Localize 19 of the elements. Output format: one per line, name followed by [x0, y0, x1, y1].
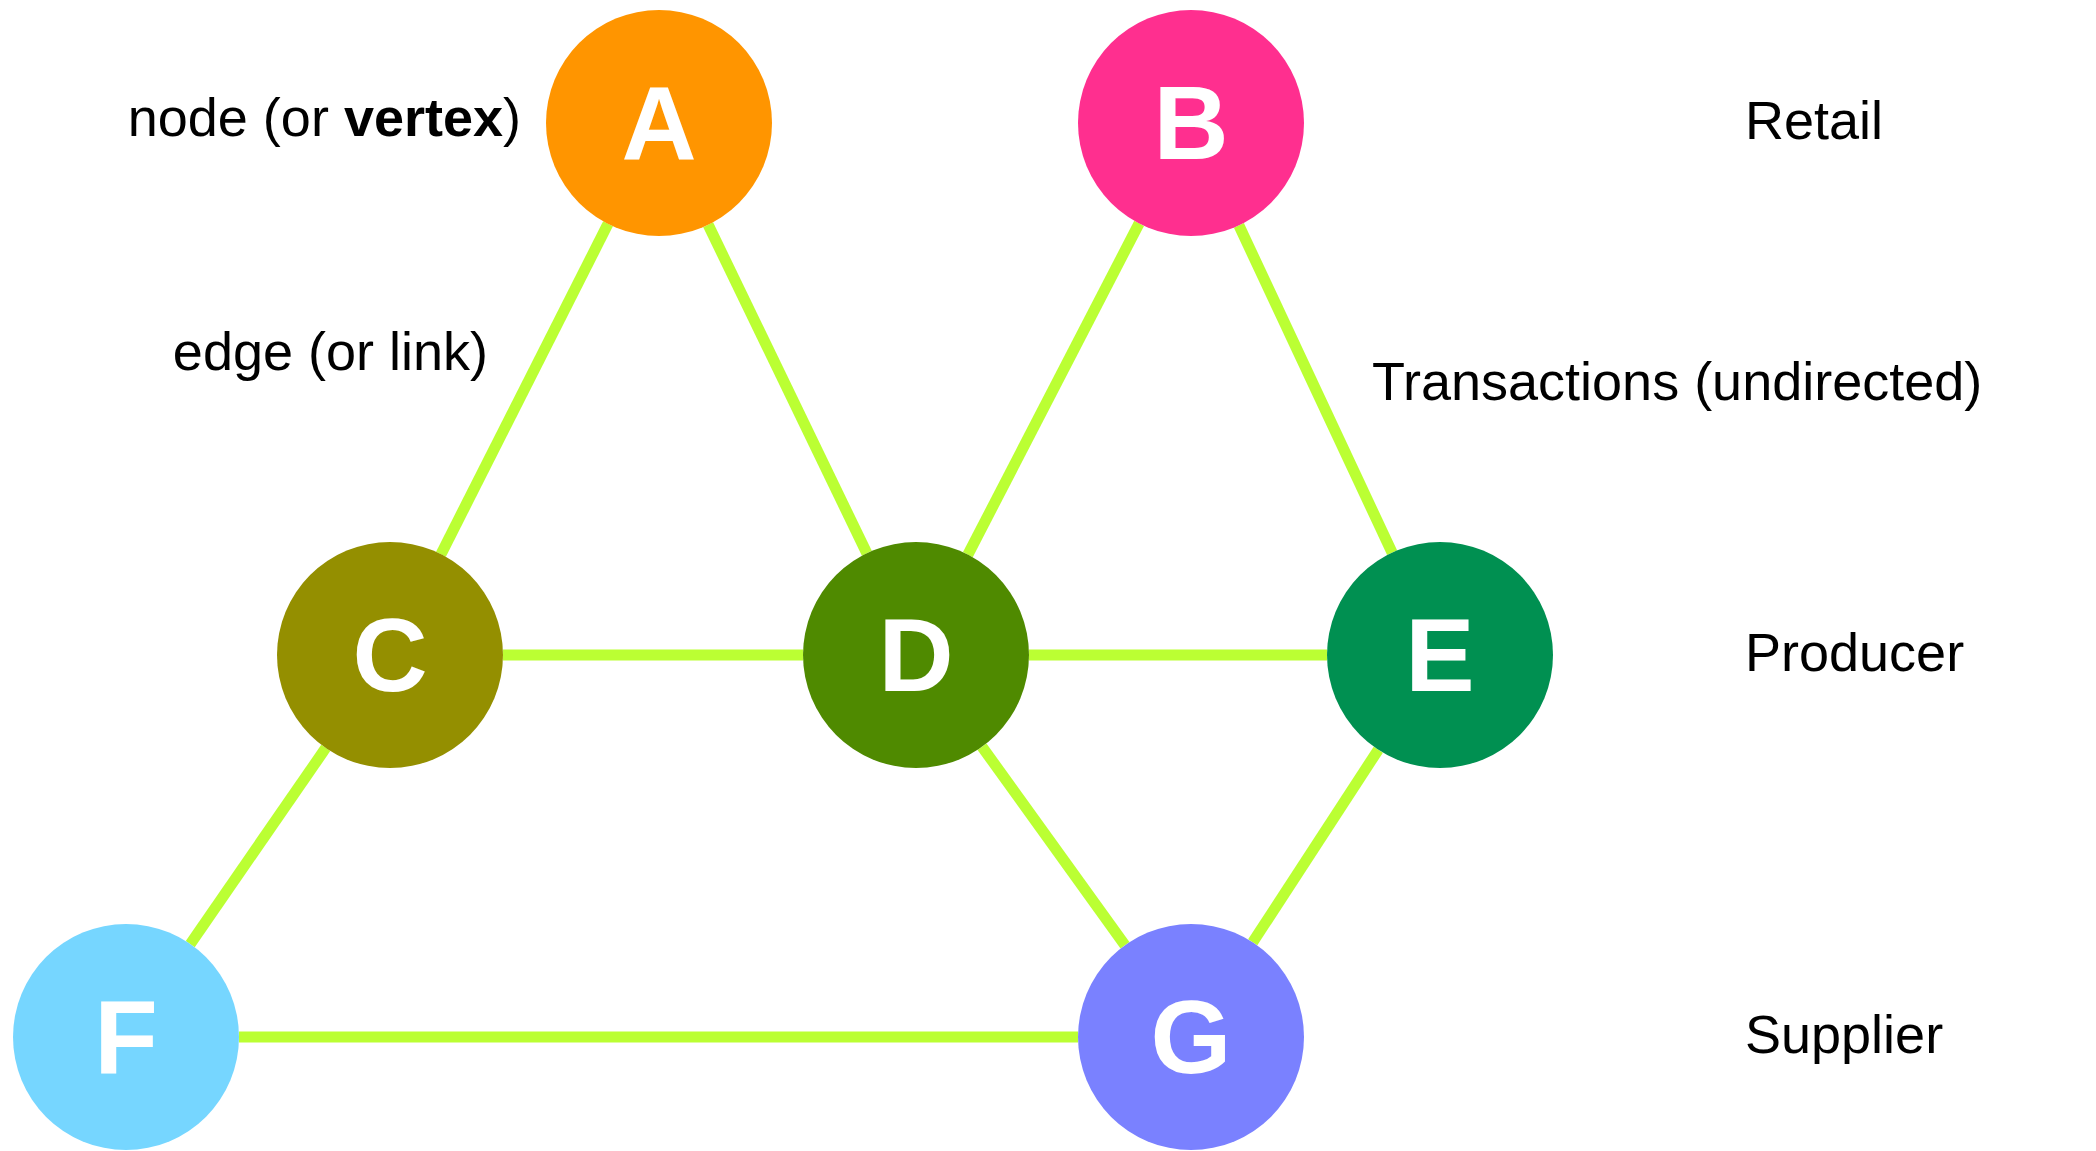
edge-line — [977, 743, 1130, 949]
edge-line — [1248, 746, 1383, 946]
annotation-text: Producer — [1745, 625, 1965, 679]
node-letter: B — [1153, 71, 1229, 175]
edge-line — [436, 221, 613, 557]
annotation-text: Retail — [1745, 93, 1884, 147]
edge-line — [503, 649, 803, 661]
edge-line — [239, 1031, 1078, 1043]
node-letter: G — [1150, 985, 1232, 1089]
edge-line — [963, 220, 1144, 558]
node-letter: E — [1405, 603, 1475, 707]
node-letter: F — [94, 985, 158, 1089]
edge-line — [185, 744, 331, 948]
node-letter: C — [352, 603, 428, 707]
node-letter: A — [621, 71, 697, 175]
edge-line — [1029, 649, 1327, 661]
node-letter: D — [878, 603, 954, 707]
edge-line — [1233, 223, 1398, 555]
edge-line — [703, 222, 872, 556]
